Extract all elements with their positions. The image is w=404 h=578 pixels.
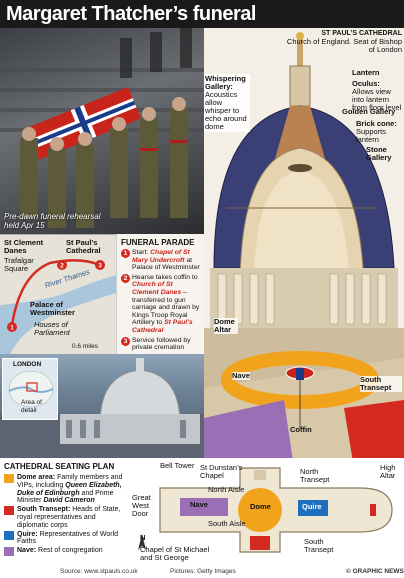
plan-quire: Quire xyxy=(302,502,322,511)
london-inset: LONDON Area of detail xyxy=(2,358,58,420)
legend-item: South Transept: Heads of State, royal re… xyxy=(4,506,128,529)
plan-south-aisle: South Aisle xyxy=(208,519,246,528)
cathedral-cutaway: St Paul’s Cathedral Church of England. S… xyxy=(204,28,404,528)
parade-step: 1 Start: Chapel of St Mary Undercroft at… xyxy=(121,249,200,272)
legend-text: Quire: Representatives of World Faiths xyxy=(17,530,119,546)
step-text: Start: Chapel of St Mary Undercroft at P… xyxy=(132,249,200,272)
brick-cone-title: Brick cone: xyxy=(356,119,397,128)
inset-city: LONDON xyxy=(13,361,42,368)
plan-bell-tower: Bell Tower xyxy=(160,461,195,470)
legend-swatch xyxy=(4,506,14,516)
map-palace: Palace of Westminster xyxy=(30,300,75,317)
legend-swatch xyxy=(4,547,14,557)
legend-item: Dome area: Family members and VIPs, incl… xyxy=(4,474,128,505)
oculus-desc: Allows view into lantern from floor leve… xyxy=(352,87,402,112)
seating-legend: Dome area: Family members and VIPs, incl… xyxy=(4,474,128,557)
seating-plan-section: CATHEDRAL SEATING PLAN Dome area: Family… xyxy=(0,458,404,568)
plan-south-transept: South Transept xyxy=(304,537,334,554)
legend-swatch xyxy=(4,474,14,483)
plan-chapel-michael: Chapel of St Michael and St George xyxy=(140,545,210,562)
step-number: 3 xyxy=(121,336,130,346)
label-whispering-gallery: Whispering Gallery: Acoustics allow whis… xyxy=(204,74,250,132)
rehearsal-illustration xyxy=(0,28,204,228)
brick-cone-desc: Supports lantern xyxy=(356,127,387,144)
page-title: Margaret Thatcher’s funeral xyxy=(0,0,404,28)
plan-north-aisle: North Aisle xyxy=(208,485,245,494)
route-map: 1 2 3 St Clement Danes St Paul’s Cathedr… xyxy=(0,234,116,354)
cathedral-desc: Church of England. Seat of Bishop of Lon… xyxy=(286,37,402,54)
floor-plan xyxy=(138,467,393,553)
legend-item: Quire: Representatives of World Faiths xyxy=(4,530,128,547)
aerial-illustration xyxy=(0,358,204,458)
label-brick-cone: Brick cone: Supports lantern xyxy=(356,120,402,144)
plan-high-altar: High Altar xyxy=(380,463,396,480)
rehearsal-photo: Pre-dawn funeral rehearsal held Apr 15 xyxy=(0,28,204,234)
plan-north-transept: North Transept xyxy=(300,467,330,484)
plan-nave: Nave xyxy=(190,500,208,509)
plan-great-west-door: Great West Door xyxy=(132,493,151,518)
map-houses: Houses of Parliament xyxy=(34,320,70,337)
step-text: Service followed by private cremation xyxy=(132,336,191,352)
london-inset-map xyxy=(8,370,54,408)
label-nave: Nave xyxy=(232,371,250,380)
svg-text:3: 3 xyxy=(98,264,102,270)
step-text: Hearse takes coffin to Church of St Clem… xyxy=(132,273,200,334)
legend-swatch xyxy=(4,530,14,540)
compass-north-icon: N xyxy=(140,533,146,542)
oculus-title: Oculus: xyxy=(352,79,380,88)
step-number: 2 xyxy=(121,273,130,283)
cathedral-heading: St Paul’s Cathedral xyxy=(321,30,402,37)
map-st-clement: St Clement Danes xyxy=(4,238,44,255)
legend-text: South Transept: Heads of State, royal re… xyxy=(17,506,121,529)
source-credit: Source: www.stpauls.co.uk xyxy=(60,568,138,575)
map-trafalgar: Trafalgar Square xyxy=(4,256,34,273)
parade-step: 3 Service followed by private cremation xyxy=(121,336,200,352)
legend-text: Nave: Rest of congregation xyxy=(17,547,103,555)
svg-text:2: 2 xyxy=(60,264,64,270)
pictures-credit: Pictures: Getty Images xyxy=(170,568,236,575)
label-south-transept: South Transept xyxy=(360,376,402,392)
map-scale: 0.6 miles xyxy=(72,343,99,350)
legend-text: Dome area: Family members and VIPs, incl… xyxy=(17,474,123,505)
inset-area: Area of detail xyxy=(21,399,42,414)
funeral-parade-panel: FUNERAL PARADE 1 Start: Chapel of St Mar… xyxy=(116,234,204,354)
legend-item: Nave: Rest of congregation xyxy=(4,547,128,557)
map-st-pauls: St Paul’s Cathedral xyxy=(66,238,101,255)
whispering-title: Whispering Gallery: xyxy=(205,74,246,91)
route-map-graphic: 1 2 3 xyxy=(0,259,116,354)
step-number: 1 xyxy=(121,249,130,258)
svg-text:1: 1 xyxy=(10,326,14,332)
plan-dome: Dome xyxy=(250,502,271,511)
label-golden-gallery: Golden Gallery xyxy=(342,107,396,116)
parade-step: 2 Hearse takes coffin to Church of St Cl… xyxy=(121,273,200,335)
photo-caption: Pre-dawn funeral rehearsal held Apr 15 xyxy=(4,212,101,230)
label-stone-gallery: Stone Gallery xyxy=(366,145,392,162)
label-dome-altar: Dome Altar xyxy=(214,318,238,334)
cathedral-info: St Paul’s Cathedral Church of England. S… xyxy=(284,30,402,54)
seating-title: CATHEDRAL SEATING PLAN xyxy=(4,462,115,471)
label-oculus: Oculus: Allows view into lantern from fl… xyxy=(352,80,402,112)
plan-st-dunstan: St Dunstan’s Chapel xyxy=(200,463,243,480)
whispering-desc: Acoustics allow whisper to echo around d… xyxy=(205,90,247,131)
parade-title: FUNERAL PARADE xyxy=(121,238,195,247)
label-lantern: Lantern xyxy=(352,68,380,77)
graphic-news-credit: © GRAPHIC NEWS xyxy=(346,568,404,575)
label-coffin: Coffin xyxy=(290,425,312,434)
